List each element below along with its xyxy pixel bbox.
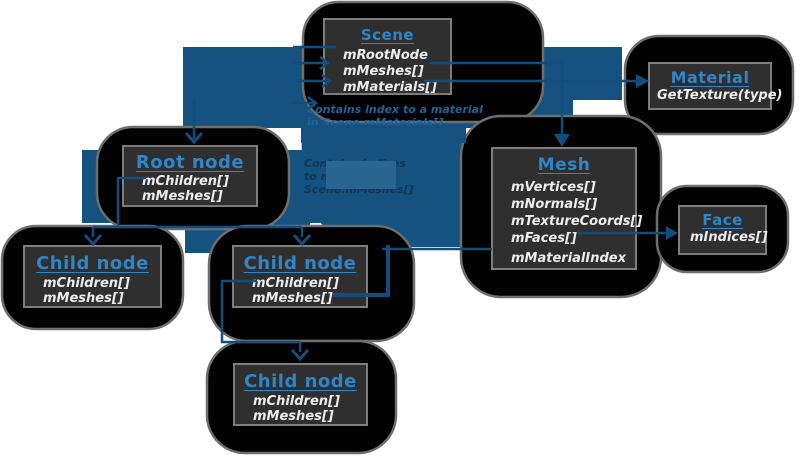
child-node-1-title: Child node — [36, 253, 149, 274]
scene-member-mmaterials: mMaterials[] — [343, 80, 438, 95]
face-title: Face — [702, 211, 743, 229]
scene-member-mrootnode: mRootNode — [343, 48, 428, 63]
scene-title: Scene — [360, 26, 415, 44]
child-node-3-title: Child node — [244, 371, 357, 392]
child2-member-mchildren: mChildren[] — [252, 276, 339, 291]
child3-member-mmeshes: mMeshes[] — [253, 408, 334, 424]
root-node-box: Root node mChildren[] mMeshes[] — [122, 145, 258, 207]
material-title: Material — [670, 68, 750, 87]
face-member-mindices: mIndices[] — [690, 230, 768, 245]
material-member-gettexture: GetTexture(type) — [657, 88, 783, 103]
root-node-title: Root node — [135, 152, 245, 173]
material-note-line1: Contains index to a material — [307, 103, 483, 116]
mesh-member-mvertices: mVertices[] — [511, 180, 596, 195]
face-box: Face mIndices[] — [678, 205, 768, 255]
material-box: Material GetTexture(type) — [648, 62, 783, 110]
child3-member-mchildren: mChildren[] — [253, 394, 340, 409]
scene-member-mmeshes: mMeshes[] — [343, 64, 424, 79]
child-node-1-box: Child node mChildren[] mMeshes[] — [23, 245, 162, 308]
root-member-mmeshes: mMeshes[] — [142, 188, 223, 204]
mesh-member-mmaterialindex: mMaterialIndex — [511, 251, 626, 266]
mesh-member-mnormals: mNormals[] — [511, 197, 598, 212]
child1-member-mchildren: mChildren[] — [43, 276, 130, 291]
child2-member-mmeshes: mMeshes[] — [252, 290, 333, 306]
mesh-member-mtexturecoords: mTextureCoords[] — [511, 214, 643, 229]
mesh-title: Mesh — [537, 155, 591, 175]
material-note-cover-strip — [301, 125, 466, 143]
scene-box: Scene mRootNode mMeshes[] mMaterials[] — [323, 18, 452, 95]
child1-member-mmeshes: mMeshes[] — [43, 290, 124, 306]
mesh-member-mfaces: mFaces[] — [511, 231, 577, 246]
root-member-mchildren: mChildren[] — [142, 174, 229, 189]
mesh-note-cover-rect — [326, 161, 396, 189]
mesh-box: Mesh mVertices[] mNormals[] mTextureCoor… — [491, 147, 643, 270]
child-node-2-box: Child node mChildren[] mMeshes[] — [232, 245, 368, 308]
child-node-2-title: Child node — [243, 253, 357, 274]
child-node-3-box: Child node mChildren[] mMeshes[] — [233, 363, 368, 426]
